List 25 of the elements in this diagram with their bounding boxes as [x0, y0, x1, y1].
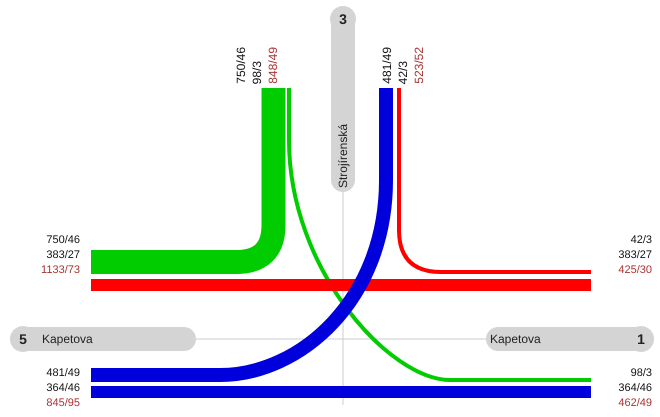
traffic-count: 98/3: [250, 60, 264, 84]
traffic-count: 462/49: [618, 396, 652, 411]
traffic-count: 848/49: [266, 47, 280, 84]
traffic-count: 383/27: [618, 248, 652, 263]
street-name: Strojírenská: [335, 124, 351, 188]
traffic-count: 42/3: [630, 233, 652, 248]
street-label-pill: [331, 6, 355, 192]
street-name: Kapetova: [490, 331, 541, 348]
traffic-count: 523/52: [412, 47, 426, 84]
traffic-count: 481/49: [46, 366, 80, 381]
traffic-count: 481/49: [380, 47, 394, 84]
traffic-count: 845/95: [46, 396, 80, 411]
road-axis-line: [196, 338, 486, 340]
street-label-pill: [486, 327, 654, 351]
traffic-count: 98/3: [630, 366, 652, 381]
traffic-count: 42/3: [396, 60, 410, 84]
street-name: Kapetova: [42, 331, 93, 348]
street-label-pill: [10, 327, 196, 351]
traffic-count: 364/46: [618, 381, 652, 396]
traffic-count: 364/46: [46, 381, 80, 396]
traffic-count: 750/46: [234, 47, 248, 84]
traffic-count: 383/27: [46, 248, 80, 263]
traffic-count: 750/46: [46, 233, 80, 248]
traffic-count: 425/30: [618, 263, 652, 278]
traffic-count: 1133/73: [41, 263, 80, 278]
